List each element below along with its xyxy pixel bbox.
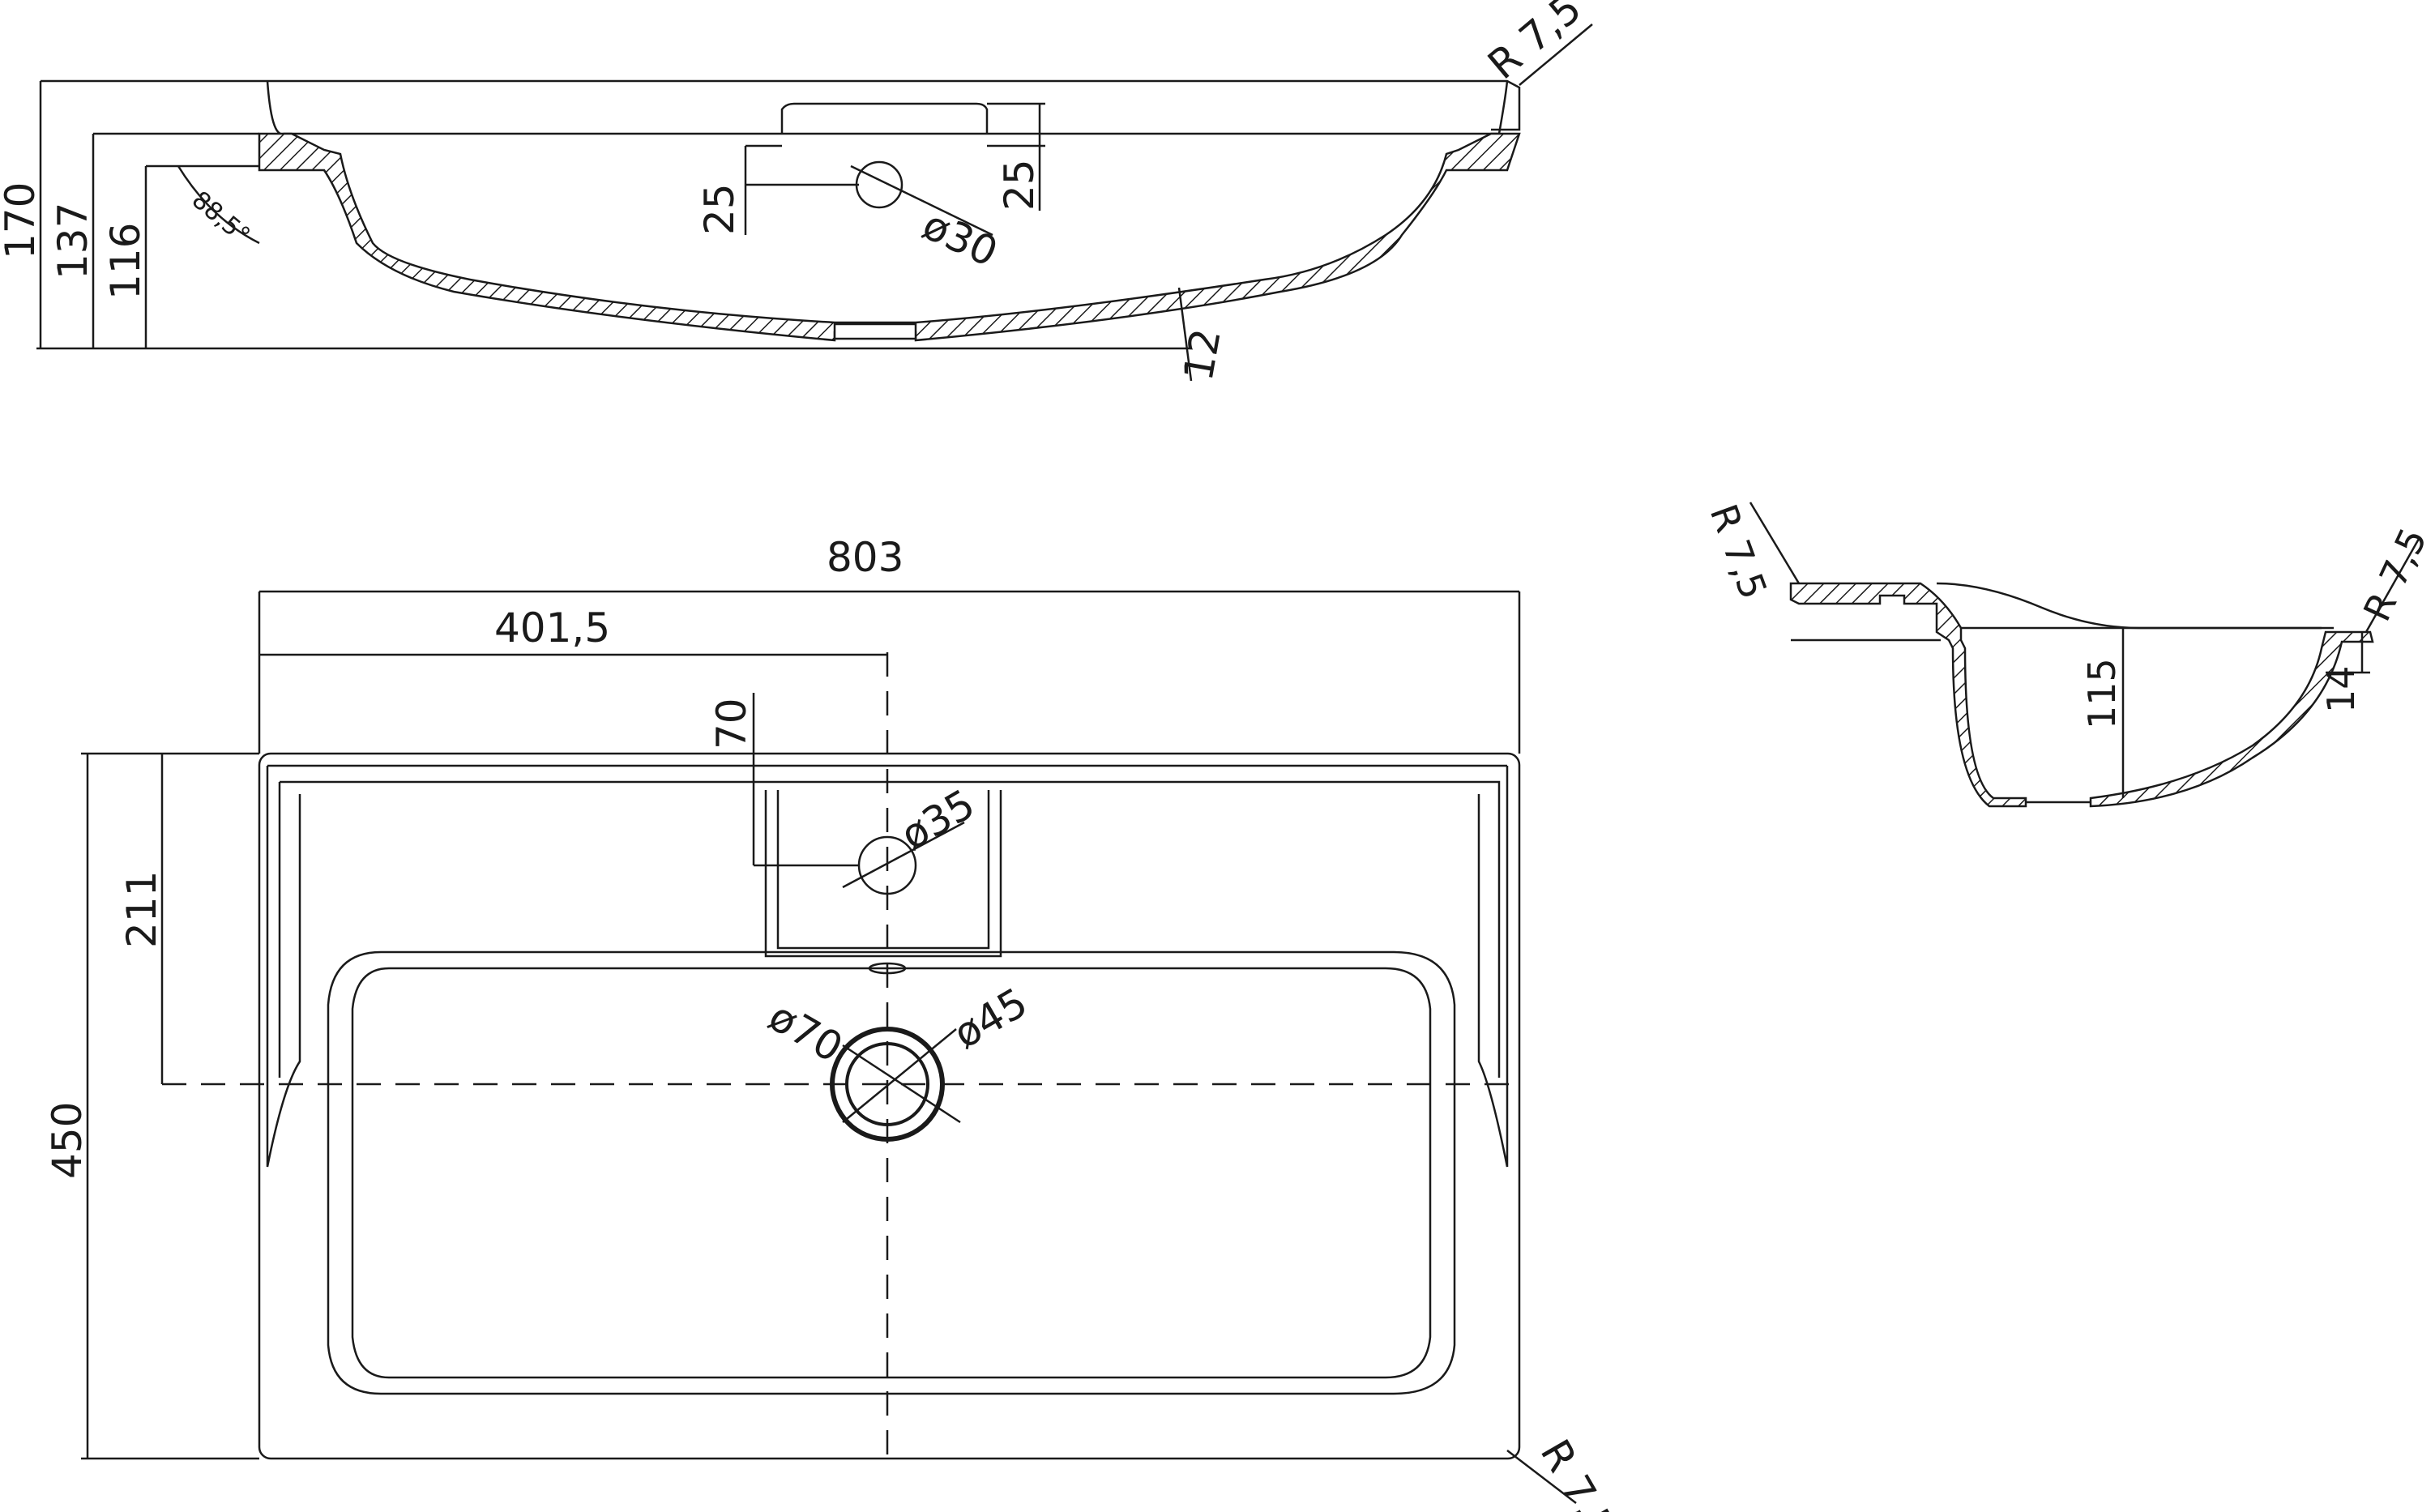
top-view-width: 803 xyxy=(827,534,904,581)
side-view-overflow-offset-left: 25 xyxy=(696,183,743,235)
side-view-back-edge xyxy=(266,80,1509,135)
section-view-shell xyxy=(1789,582,2027,808)
top-view-drain-to-back: 211 xyxy=(118,871,165,948)
top-view-back-rim xyxy=(267,764,1507,1078)
top-view-right-channel xyxy=(1477,766,1509,1168)
top-view-half-width: 401,5 xyxy=(494,604,610,651)
top-view-left-channel xyxy=(266,766,301,1168)
side-view: ø30 170 137 116 88,5° 25 25 12 R 7,5 xyxy=(0,0,1593,384)
top-view-drain-inner-diameter: ø45 xyxy=(946,979,1036,1057)
top-view-tap-hole-diameter: ø35 xyxy=(893,780,983,859)
side-view-height-137: 137 xyxy=(49,203,96,280)
side-view-rim-outline xyxy=(259,79,1521,131)
top-view-depth: 450 xyxy=(44,1102,91,1179)
side-view-angle-arc xyxy=(177,165,260,245)
section-view-rim-height: 14 xyxy=(2319,665,2363,713)
side-view-height-170: 170 xyxy=(0,182,44,259)
section-view-corner-radius-left: R 7,5 xyxy=(1702,498,1776,604)
top-view-bowl-inner xyxy=(351,967,1432,1379)
side-view-overflow-diameter: ø30 xyxy=(916,201,1005,275)
top-view-tap-deck xyxy=(764,790,1002,958)
side-view-shell-section xyxy=(258,132,1521,342)
section-view-top-curve xyxy=(1936,582,2322,630)
section-view-bowl-curve xyxy=(2089,630,2374,808)
section-view-basin-depth: 115 xyxy=(2080,658,2124,729)
top-view-corner-radius: R 7,5 xyxy=(1531,1432,1625,1512)
side-view-angle-label: 88,5° xyxy=(186,186,255,250)
side-view-wall-thickness: 12 xyxy=(1175,325,1230,384)
top-view-bowl-outer xyxy=(327,950,1456,1395)
side-view-overflow-hole xyxy=(855,160,904,209)
side-view-height-116: 116 xyxy=(102,223,149,300)
top-view: ø35 ø70 ø45 803 401,5 450 211 70 R 7,5 xyxy=(44,534,1625,1512)
section-view: 115 14 R 7,5 R 7,5 xyxy=(1702,498,2435,808)
top-view-tap-to-back: 70 xyxy=(708,698,755,750)
side-view-overflow-offset-right: 25 xyxy=(996,159,1043,211)
side-view-corner-radius: R 7,5 xyxy=(1479,0,1590,88)
section-view-corner-radius-right: R 7,5 xyxy=(2355,521,2435,627)
side-view-drain xyxy=(833,322,917,340)
top-view-outline xyxy=(258,752,1521,1460)
side-view-tap-deck xyxy=(780,102,989,134)
